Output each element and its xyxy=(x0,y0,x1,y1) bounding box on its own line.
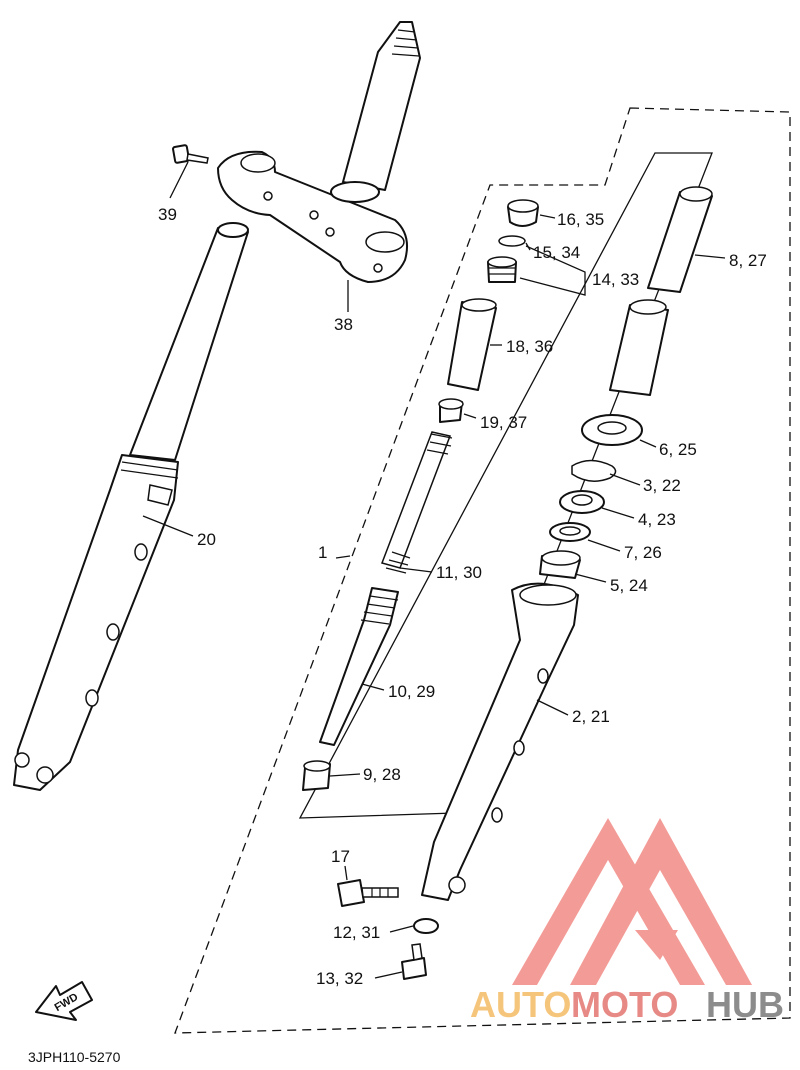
label-19-37: 19, 37 xyxy=(480,413,527,432)
label-3-22: 3, 22 xyxy=(643,476,681,495)
outer-tube-2 xyxy=(421,582,579,901)
fork-leg-complete-20 xyxy=(13,222,249,791)
retaining-clip-3 xyxy=(571,459,617,482)
fwd-arrow-icon: FWD xyxy=(35,981,93,1021)
spring-seat-19 xyxy=(438,398,464,423)
label-18-36: 18, 36 xyxy=(506,337,553,356)
label-17: 17 xyxy=(331,847,350,866)
label-9-28: 9, 28 xyxy=(363,765,401,784)
label-10-29: 10, 29 xyxy=(388,682,435,701)
inner-tube-8 xyxy=(609,186,713,396)
label-13-32: 13, 32 xyxy=(316,969,363,988)
label-12-31: 12, 31 xyxy=(333,923,380,942)
bushing-5 xyxy=(539,550,581,579)
drawing-code: 3JPH110-5270 xyxy=(28,1049,121,1065)
washer-7 xyxy=(549,522,591,542)
label-7-26: 7, 26 xyxy=(624,543,662,562)
assembly-boundary-dashed xyxy=(174,107,791,1034)
copper-washer-12 xyxy=(413,918,439,934)
label-8-27: 8, 27 xyxy=(729,251,767,270)
oil-seal-4 xyxy=(559,490,605,514)
plug-14 xyxy=(487,256,517,283)
bolt-39 xyxy=(172,144,209,164)
label-15-34: 15, 34 xyxy=(533,243,580,262)
watermark-hub: HUB xyxy=(706,984,784,1025)
label-11-30: 11, 30 xyxy=(436,563,482,582)
label-4-23: 4, 23 xyxy=(638,510,676,529)
watermark-text: AUTO MOTO HUB xyxy=(470,984,784,1025)
leader-lines xyxy=(142,161,726,979)
label-39: 39 xyxy=(158,205,177,224)
watermark-moto: MOTO xyxy=(571,984,678,1025)
part-labels: 39 38 20 16, 35 15, 34 14, 33 8, 27 18, … xyxy=(158,205,767,988)
label-5-24: 5, 24 xyxy=(610,576,648,595)
o-ring-15 xyxy=(498,235,526,247)
drain-bolt-13 xyxy=(401,943,427,980)
watermark-auto: AUTO xyxy=(470,984,571,1025)
label-16-35: 16, 35 xyxy=(557,210,604,229)
label-6-25: 6, 25 xyxy=(659,440,697,459)
oil-lock-piece-9 xyxy=(302,760,331,791)
label-20: 20 xyxy=(197,530,216,549)
bolt-17 xyxy=(337,879,399,907)
label-1: 1 xyxy=(318,543,327,562)
dust-seal-6 xyxy=(581,414,643,446)
steering-stem-under-bracket xyxy=(217,21,421,283)
label-2-21: 2, 21 xyxy=(572,707,610,726)
watermark-logo xyxy=(512,818,752,985)
spacer-18 xyxy=(447,298,497,391)
label-38: 38 xyxy=(334,315,353,334)
damper-rod-10 xyxy=(319,587,399,746)
cap-bolt-16 xyxy=(507,199,539,227)
label-14-33: 14, 33 xyxy=(592,270,639,289)
